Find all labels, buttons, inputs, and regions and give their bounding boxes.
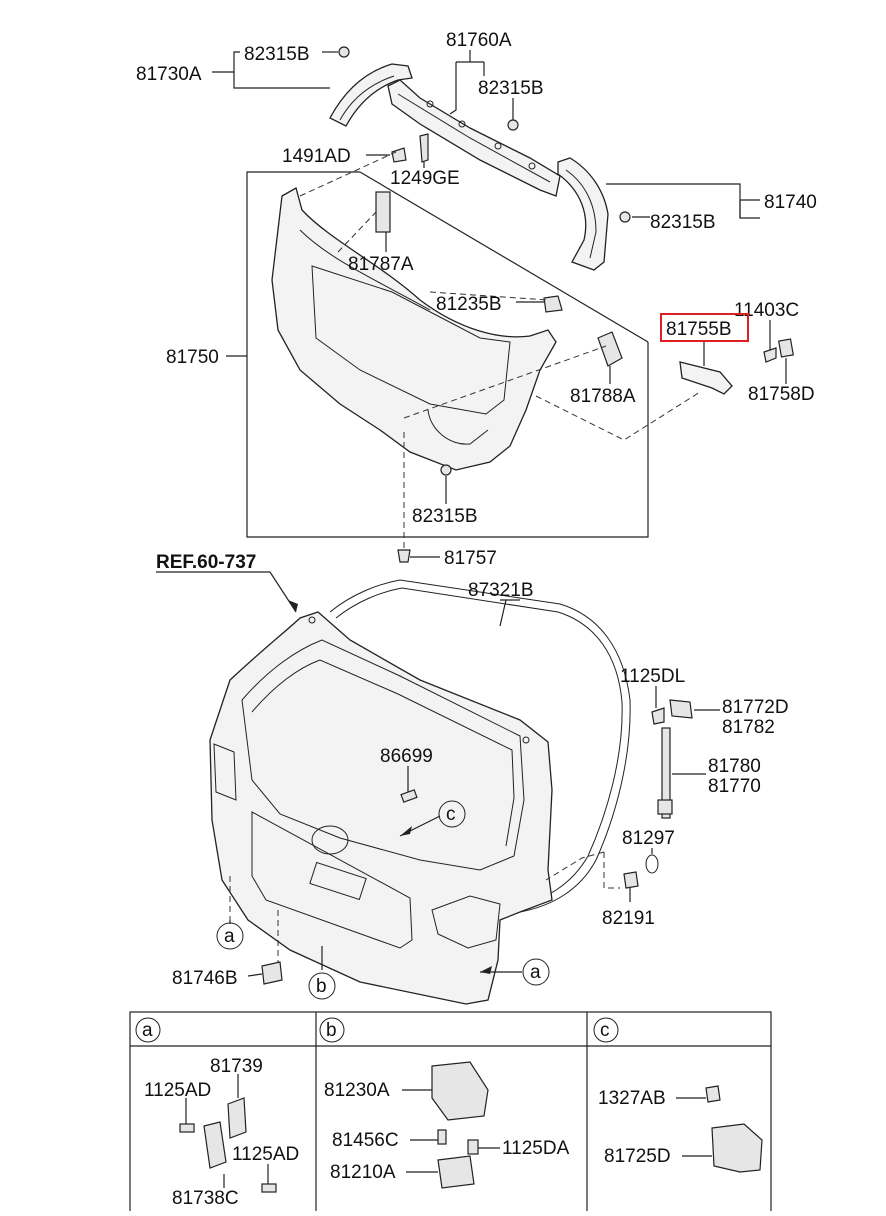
weatherstrip-87321B (329, 579, 631, 915)
bracket-81739 (227, 1097, 247, 1139)
pad-81758D (778, 338, 794, 358)
bumper-82191 (623, 871, 639, 889)
pad-81788A (597, 331, 623, 367)
label-81788A: 81788A (570, 386, 636, 407)
trim-81740 (557, 157, 609, 271)
clip-82315B-3 (619, 211, 631, 223)
label-81755B: 81755B (666, 319, 732, 340)
label-81297: 81297 (622, 828, 675, 849)
pin-81456C (437, 1129, 447, 1145)
label-ref: REF.60-737 (156, 552, 256, 573)
callout-a-right-text: a (530, 962, 541, 983)
bracket-81787A (375, 191, 391, 233)
label-81746B: 81746B (172, 968, 238, 989)
clip-82315B-2 (507, 119, 519, 131)
bolt-1125DL (651, 707, 665, 725)
label-82315B-3: 82315B (650, 212, 716, 233)
bracket-81772D (669, 699, 693, 719)
label-1491AD: 1491AD (282, 146, 351, 167)
screw-11403C (763, 347, 777, 363)
bracket-81738C (203, 1121, 227, 1169)
callout-b (308, 972, 336, 1000)
cap-81297 (645, 854, 659, 874)
label-81725D: 81725D (604, 1146, 671, 1167)
bolt-86699 (400, 789, 418, 803)
label-1327AB: 1327AB (598, 1088, 666, 1109)
trim-81760A (387, 79, 561, 197)
label-81787A: 81787A (348, 254, 414, 275)
label-1249GE: 1249GE (390, 168, 460, 189)
handle-81755B (679, 361, 733, 395)
nut-1327AB (705, 1085, 721, 1103)
table-header-a: a (142, 1020, 153, 1041)
label-87321B: 87321B (468, 580, 534, 601)
table-header-c: c (600, 1020, 610, 1041)
callout-c-text: c (446, 804, 456, 825)
tailgate-body (209, 611, 553, 1005)
label-11403C: 11403C (734, 300, 799, 321)
trim-81730A (329, 63, 413, 127)
label-81739: 81739 (210, 1056, 263, 1077)
trim-panel-81750 (271, 187, 557, 471)
label-82315B-2: 82315B (478, 78, 544, 99)
table-header-b: b (326, 1020, 337, 1041)
label-1125DL: 1125DL (620, 666, 685, 687)
highlight-box-81755B (660, 313, 749, 342)
bolt-1125AD-2 (261, 1183, 277, 1193)
group-box-81750 (246, 171, 649, 538)
label-81770: 81770 (708, 776, 761, 797)
label-81782: 81782 (722, 717, 775, 738)
label-86699: 86699 (380, 746, 433, 767)
gas-strut-81780 (661, 727, 671, 819)
callout-a-left-text: a (224, 926, 235, 947)
bolt-1125AD-1 (179, 1123, 195, 1133)
label-81740: 81740 (764, 192, 817, 213)
screw-1249GE (419, 133, 429, 163)
label-82191: 82191 (602, 908, 655, 929)
clip-82315B-4 (440, 464, 452, 476)
latch-81230A (431, 1061, 489, 1121)
clip-1491AD (391, 147, 407, 163)
label-81456C: 81456C (332, 1130, 399, 1151)
label-81210A: 81210A (330, 1162, 396, 1183)
label-81758D: 81758D (748, 384, 815, 405)
label-81757: 81757 (444, 548, 497, 569)
label-81235B: 81235B (436, 294, 502, 315)
label-81760A: 81760A (446, 30, 512, 51)
label-81730A: 81730A (136, 64, 202, 85)
clip-81746B (261, 961, 283, 985)
clip-81757 (397, 549, 411, 563)
label-81780: 81780 (708, 756, 761, 777)
bolt-1125DA (467, 1139, 479, 1155)
striker-81210A (437, 1155, 475, 1189)
callout-b-text: b (316, 976, 327, 997)
label-1125AD-1: 1125AD (144, 1080, 211, 1101)
callout-a-right (522, 958, 550, 986)
label-81738C: 81738C (172, 1188, 239, 1209)
callout-a-left (216, 922, 244, 950)
bracket-81235B (543, 295, 563, 313)
label-82315B-1: 82315B (244, 44, 310, 65)
label-81230A: 81230A (324, 1080, 390, 1101)
label-81772D: 81772D (722, 697, 789, 718)
label-1125AD-2: 1125AD (232, 1144, 299, 1165)
clip-82315B-1 (338, 46, 350, 58)
label-81750: 81750 (166, 347, 219, 368)
detail-table: a b c 81739 1125AD 1125AD 81738C 81230A … (129, 1011, 772, 1216)
callout-c (438, 800, 466, 828)
label-1125DA: 1125DA (502, 1138, 570, 1159)
label-82315B-4: 82315B (412, 506, 478, 527)
bracket-81725D (711, 1123, 763, 1173)
